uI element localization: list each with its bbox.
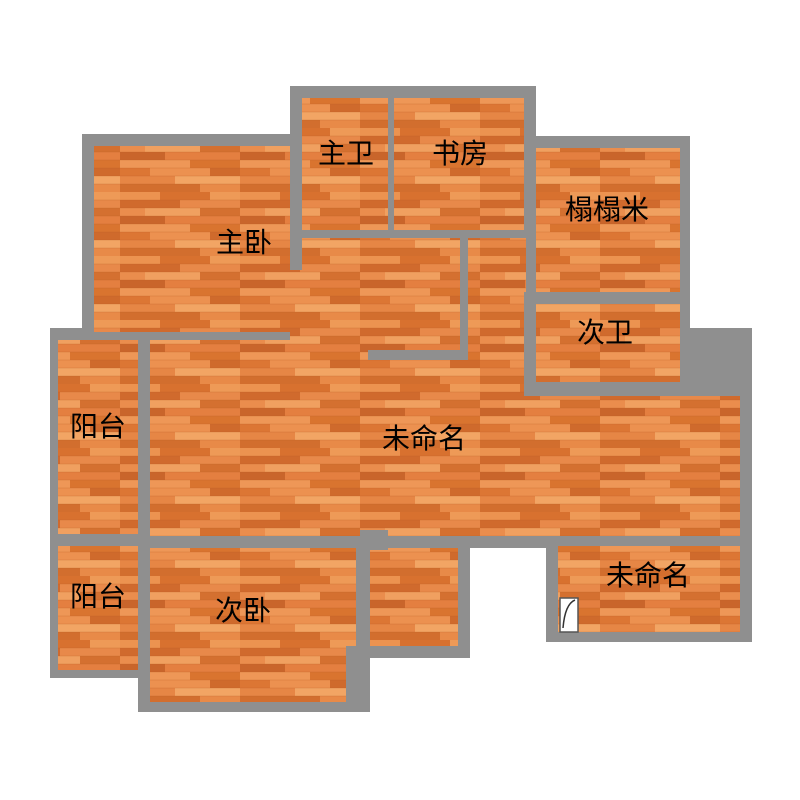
label-second-bedroom: 次卧 <box>215 594 271 627</box>
balcony-lower-floor <box>58 546 138 670</box>
floors <box>58 98 740 702</box>
label-study: 书房 <box>432 137 488 170</box>
label-second-bath: 次卫 <box>577 316 633 349</box>
corridor-floor <box>370 548 458 646</box>
label-balcony-lower: 阳台 <box>70 580 126 613</box>
label-living: 未命名 <box>382 422 466 455</box>
room-labels: 主卧 主卫 书房 榻榻米 次卫 未命名 阳台 阳台 次卧 未命名 <box>70 137 690 627</box>
door-icon <box>559 597 579 633</box>
master-bath-floor <box>302 98 388 232</box>
partitions <box>58 98 744 712</box>
tatami-floor <box>536 148 680 292</box>
second-bath-floor <box>530 304 680 382</box>
label-master-bath: 主卫 <box>318 137 374 170</box>
label-master-bedroom: 主卧 <box>216 226 272 259</box>
label-tatami: 榻榻米 <box>565 193 649 226</box>
study-floor <box>394 98 524 232</box>
balcony-upper-floor <box>58 340 138 534</box>
label-balcony-upper: 阳台 <box>70 410 126 443</box>
label-small-room: 未命名 <box>606 559 690 592</box>
small-room-floor <box>558 546 740 632</box>
living-floor <box>150 340 370 536</box>
master-bedroom-floor <box>94 146 290 332</box>
